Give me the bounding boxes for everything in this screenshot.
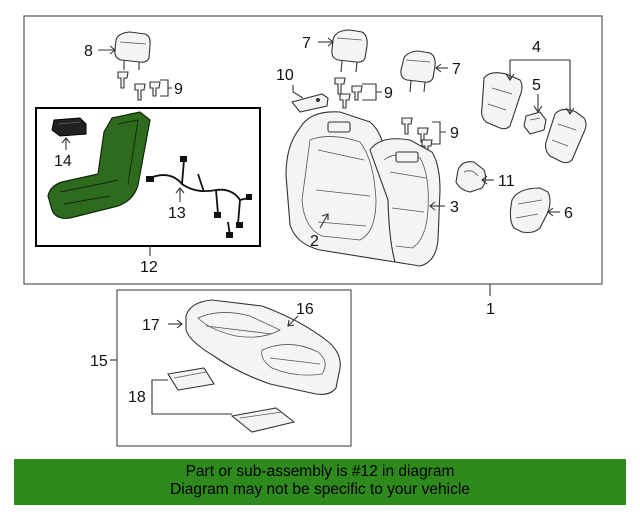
trim-part-11[interactable]	[455, 161, 487, 193]
callout-11: 11	[498, 173, 515, 190]
wiring-harness-part-13[interactable]	[146, 156, 252, 238]
leader-9a	[160, 79, 172, 97]
headrest-part-8[interactable]	[114, 31, 151, 70]
callout-7b: 7	[452, 61, 461, 78]
armrest-subassembly-frame	[35, 107, 261, 247]
callout-6: 6	[564, 205, 573, 222]
callout-7a: 7	[302, 35, 311, 52]
leader-18	[151, 379, 232, 415]
callout-9b: 9	[384, 85, 393, 102]
callout-14: 14	[54, 153, 72, 170]
cover-part-4[interactable]	[480, 72, 587, 164]
callout-4: 4	[532, 39, 541, 56]
module-part-5[interactable]	[523, 111, 547, 135]
callout-12: 12	[140, 259, 158, 276]
callout-15: 15	[90, 353, 108, 370]
main-assembly-frame	[23, 15, 603, 285]
callout-18: 18	[128, 389, 146, 406]
callout-5: 5	[532, 77, 541, 94]
headrest-part-7b[interactable]	[400, 50, 436, 93]
banner-line-2: Diagram may not be specific to your vehi…	[170, 481, 470, 498]
side-panel-part-6[interactable]	[509, 187, 551, 234]
callout-10: 10	[276, 67, 294, 84]
leader-9b	[362, 83, 382, 101]
callout-9c: 9	[450, 125, 459, 142]
cup-holder-part-14[interactable]	[51, 117, 87, 137]
guide-pins-part-9c[interactable]	[401, 117, 433, 153]
arrow-8	[109, 45, 116, 55]
leader-9c	[432, 121, 446, 145]
bracket-part-10[interactable]	[291, 93, 329, 113]
callout-17: 17	[142, 317, 160, 334]
callout-8: 8	[84, 43, 93, 60]
callout-1: 1	[486, 301, 495, 318]
headrest-part-7a[interactable]	[331, 29, 368, 73]
callout-9a: 9	[174, 81, 183, 98]
info-banner: Part or sub-assembly is #12 in diagram D…	[14, 459, 626, 505]
seat-back-assembly[interactable]	[285, 111, 441, 267]
seat-cushion-part-17[interactable]	[185, 299, 341, 395]
leader-10	[292, 85, 304, 99]
leader-16	[287, 315, 299, 327]
cushion-assembly-frame	[116, 289, 352, 447]
callout-3: 3	[450, 199, 459, 216]
armrest-part-12[interactable]	[47, 111, 151, 219]
callout-16: 16	[296, 301, 314, 318]
leader-4	[509, 59, 571, 114]
callout-2: 2	[310, 233, 319, 250]
guide-pins-part-9b[interactable]	[334, 77, 363, 109]
banner-line-1: Part or sub-assembly is #12 in diagram	[185, 463, 455, 480]
pad-part-18[interactable]	[167, 367, 296, 433]
callout-13: 13	[168, 205, 186, 222]
guide-pins-part-9a[interactable]	[117, 71, 161, 101]
leader-2	[319, 213, 329, 229]
